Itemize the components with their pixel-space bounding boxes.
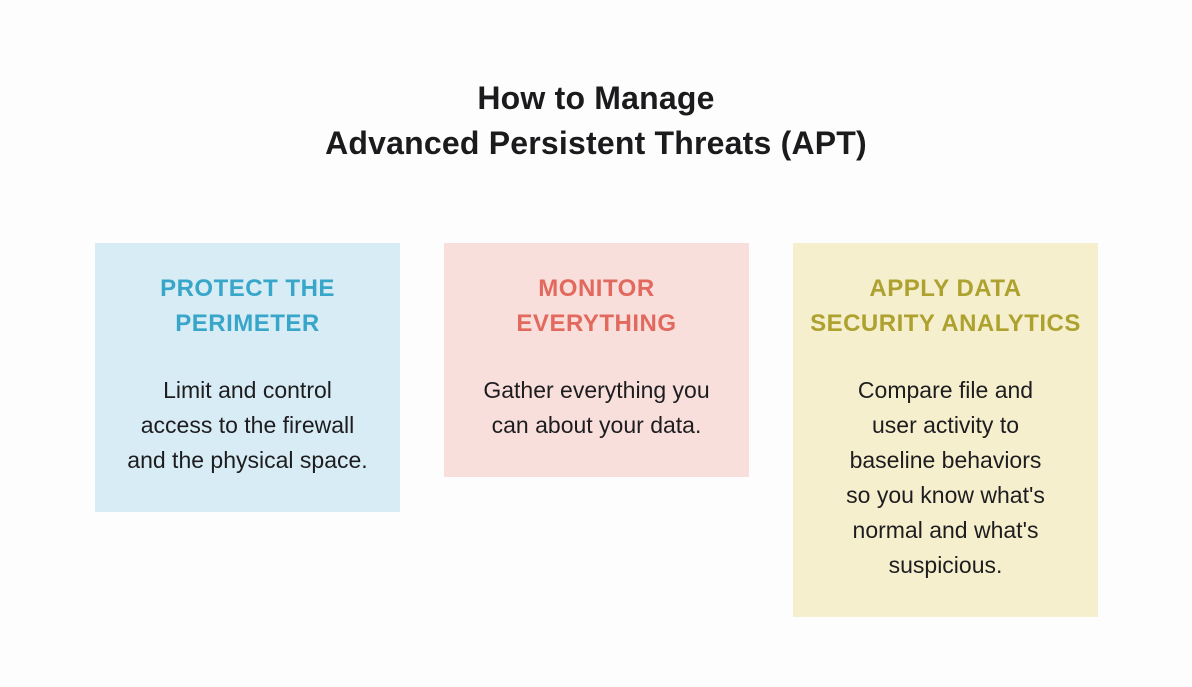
card-body-line: access to the firewall <box>140 412 355 438</box>
card-protect-the-perimeter: PROTECT THE PERIMETER Limit and control … <box>95 243 400 512</box>
card-monitor-everything: MONITOR EVERYTHING Gather everything you… <box>444 243 749 477</box>
card-body-line: can about your data. <box>491 412 702 438</box>
card-body-protect-the-perimeter: Limit and control access to the firewall… <box>107 373 388 478</box>
card-heading-line: EVERYTHING <box>516 310 677 337</box>
card-body-line: Limit and control <box>163 377 332 403</box>
card-body-monitor-everything: Gather everything you can about your dat… <box>456 373 737 443</box>
card-heading-protect-the-perimeter: PROTECT THE PERIMETER <box>107 271 388 341</box>
cards-row: PROTECT THE PERIMETER Limit and control … <box>95 243 1098 617</box>
card-heading-apply-data-security-analytics: APPLY DATA SECURITY ANALYTICS <box>805 271 1086 341</box>
card-heading-line: SECURITY ANALYTICS <box>810 310 1081 337</box>
card-body-line: suspicious. <box>888 552 1003 578</box>
card-body-line: Gather everything you <box>483 377 710 403</box>
card-heading-line: MONITOR <box>538 275 655 302</box>
page-title: How to Manage Advanced Persistent Threat… <box>0 76 1192 166</box>
card-heading-line: PROTECT THE <box>160 275 335 302</box>
card-body-line: normal and what's <box>852 517 1039 543</box>
card-body-line: baseline behaviors <box>849 447 1042 473</box>
card-body-line: so you know what's <box>846 482 1045 508</box>
card-body-apply-data-security-analytics: Compare file and user activity to baseli… <box>805 373 1086 583</box>
card-body-line: user activity to <box>872 412 1019 438</box>
card-apply-data-security-analytics: APPLY DATA SECURITY ANALYTICS Compare fi… <box>793 243 1098 617</box>
page-title-line-2: Advanced Persistent Threats (APT) <box>325 125 867 161</box>
card-heading-monitor-everything: MONITOR EVERYTHING <box>456 271 737 341</box>
card-body-line: Compare file and <box>857 377 1034 403</box>
card-heading-line: APPLY DATA <box>869 275 1022 302</box>
card-heading-line: PERIMETER <box>175 310 320 337</box>
card-body-line: and the physical space. <box>127 447 368 473</box>
page-title-line-1: How to Manage <box>477 80 715 116</box>
